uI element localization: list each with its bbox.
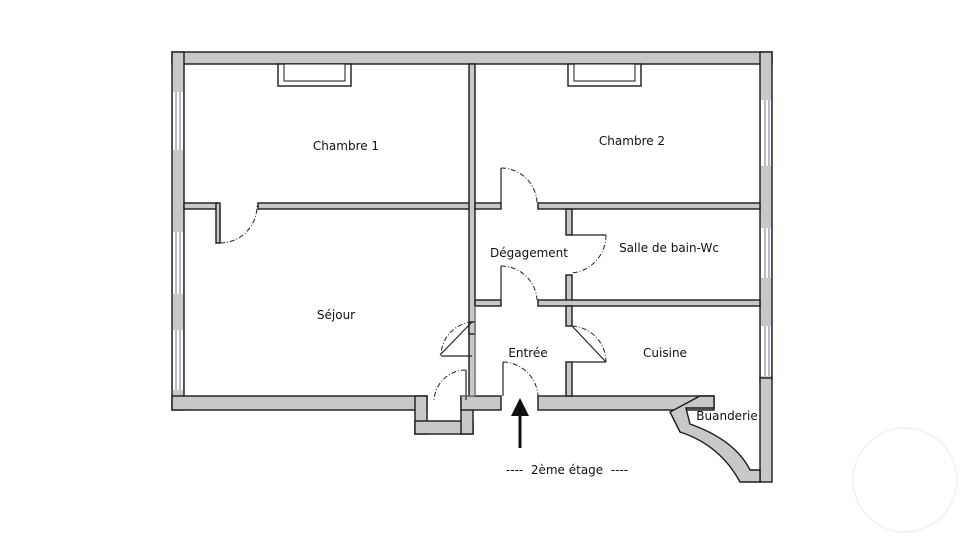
doors [219, 167, 607, 401]
room-label-degagement: Dégagement [490, 246, 568, 260]
room-label-salle-de-bain: Salle de bain-Wc [619, 241, 719, 255]
room-label-entree: Entrée [508, 346, 547, 360]
entrance-arrow-icon [511, 398, 529, 448]
room-label-buanderie: Buanderie [696, 409, 757, 423]
radiators [277, 63, 642, 87]
outer-walls [171, 51, 773, 483]
fixture-lines [461, 306, 476, 397]
room-label-chambre2: Chambre 2 [599, 134, 665, 148]
room-label-sejour: Séjour [317, 308, 355, 322]
watermark-circle [852, 427, 958, 533]
room-label-cuisine: Cuisine [643, 346, 687, 360]
floor-label: ---- 2ème étage ---- [506, 463, 628, 477]
windows [173, 92, 771, 390]
room-label-chambre1: Chambre 1 [313, 139, 379, 153]
